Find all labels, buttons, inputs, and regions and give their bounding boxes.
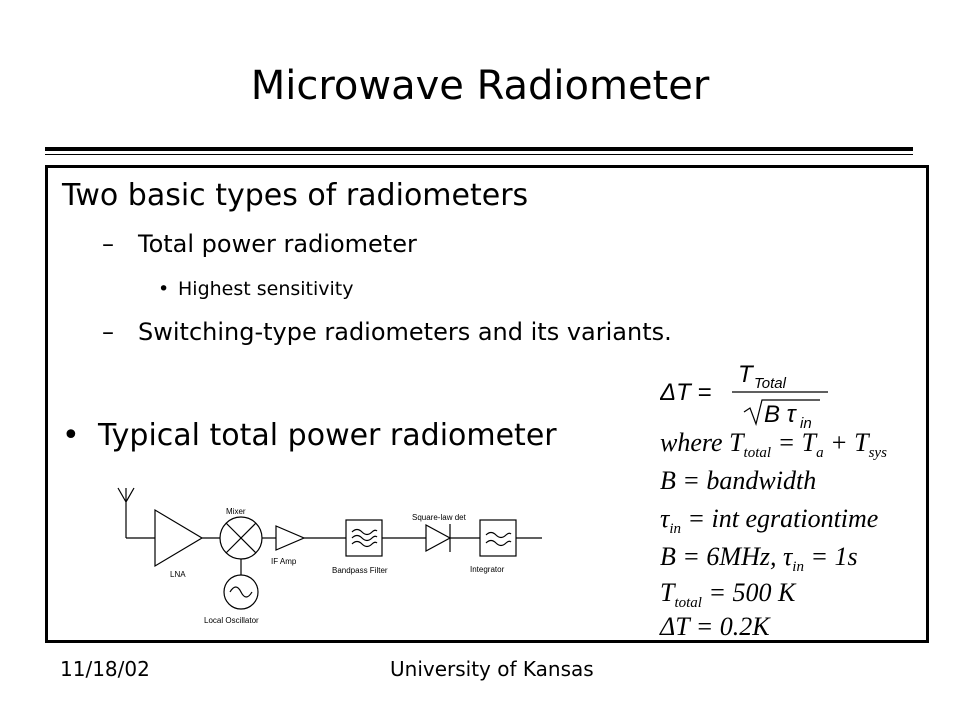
bandwidth-equation: B = bandwidth (660, 466, 817, 495)
radiometer-block-diagram: LNA Mixer IF Amp Bandpass Filter Square-… (117, 487, 542, 625)
bandpass-filter-icon (345, 519, 383, 557)
footer-date: 11/18/02 (60, 657, 150, 681)
title-rule-thin (45, 154, 913, 155)
if-amp-triangle-icon (275, 525, 306, 551)
square-law-diode-icon (425, 523, 452, 553)
bandpass-filter-label: Bandpass Filter (332, 566, 388, 575)
typical-radiometer-text: Typical total power radiometer (98, 418, 557, 453)
mixer-label: Mixer (226, 507, 246, 516)
detail-highest-sensitivity: Highest sensitivity (178, 278, 354, 300)
where-equation: where Ttotal = Ta + Tsys (660, 428, 887, 462)
sqrt-sub: in (800, 415, 812, 428)
t-total-numerator: T (738, 361, 755, 388)
subitem-total-power: Total power radiometer (138, 230, 417, 258)
dash-2: – (102, 318, 114, 346)
dash-1: – (102, 230, 114, 258)
ttotal-equation: Ttotal = 500 K (660, 578, 796, 612)
content-frame (45, 165, 929, 643)
delta-t-lhs: ΔT = (660, 379, 711, 406)
integrator-label: Integrator (470, 565, 505, 574)
sqrt-body: B τ (764, 401, 798, 428)
lna-label: LNA (170, 570, 186, 579)
integrator-icon (479, 519, 517, 557)
local-oscillator-label: Local Oscillator (204, 616, 259, 625)
oscillator-icon (223, 574, 259, 610)
bullet-main: • (62, 418, 80, 453)
subitem-switching-type: Switching-type radiometers and its varia… (138, 318, 672, 346)
lna-triangle-icon (154, 508, 204, 568)
title-rule-thick (45, 147, 913, 151)
t-total-sub: Total (754, 375, 787, 392)
antenna-icon (117, 487, 135, 538)
tau-equation: τin = int egrationtime (660, 504, 879, 538)
delta-t-equation: ΔT = T Total B τ in (660, 361, 828, 428)
footer-organization: University of Kansas (390, 657, 594, 681)
delta-t-value-equation: ΔT = 0.2K (660, 612, 770, 641)
if-amp-label: IF Amp (271, 557, 297, 566)
heading-text: Two basic types of radiometers (62, 178, 529, 213)
slide-title: Microwave Radiometer (250, 63, 710, 109)
square-law-label: Square-law det (412, 513, 467, 522)
bullet-small: • (158, 278, 170, 300)
values-equation: B = 6MHz, τin = 1s (660, 542, 858, 576)
